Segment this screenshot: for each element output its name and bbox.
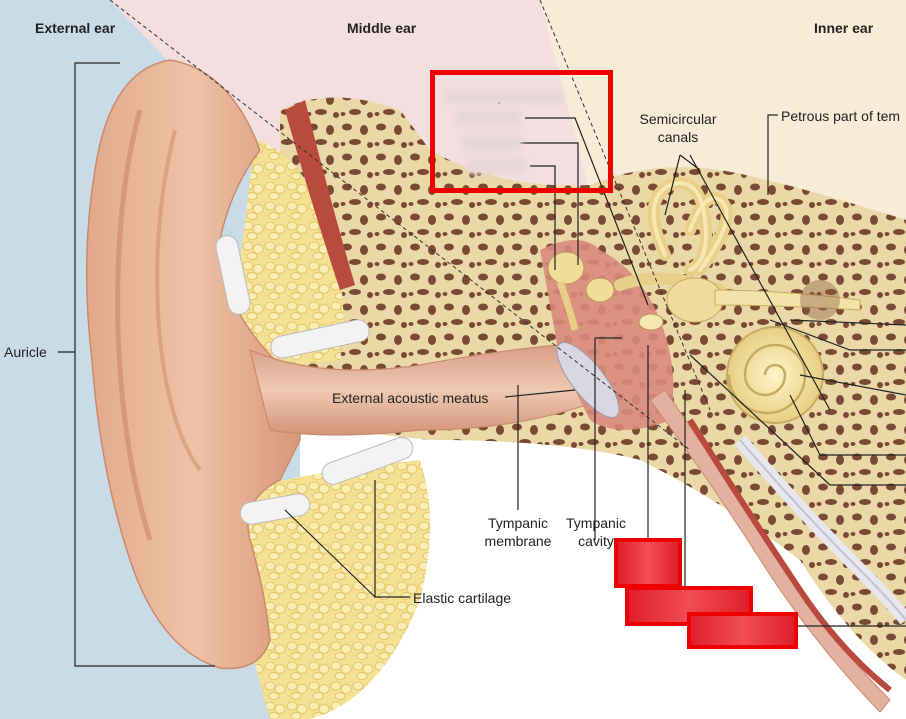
header-external-ear: External ear	[35, 20, 116, 36]
label-tympanic-membrane: Tympanic membrane	[478, 514, 558, 550]
answer-box-3[interactable]	[687, 612, 798, 649]
label-external-acoustic-meatus: External acoustic meatus	[332, 390, 489, 406]
label-semicircular-canals-line2: canals	[657, 129, 699, 145]
header-middle-ear: Middle ear	[347, 20, 417, 36]
label-tympanic-cavity-line1: Tympanic	[566, 515, 626, 531]
leader-lines	[284, 102, 906, 627]
hidden-label-incus[interactable]	[462, 135, 522, 151]
malleus	[547, 251, 585, 285]
muscle	[285, 100, 355, 290]
divider-middle-inner	[539, 0, 711, 411]
cartilage-tissue-upper	[237, 140, 344, 370]
stapes	[638, 313, 664, 331]
cartilage-tissue-lower	[240, 460, 430, 719]
hidden-label-ossicles[interactable]	[445, 90, 563, 104]
label-tympanic-cavity: Tympanic cavity	[560, 514, 632, 550]
hidden-label-stapes[interactable]	[466, 158, 526, 174]
label-tympanic-cavity-line2: cavity	[578, 533, 614, 549]
incus	[585, 277, 615, 303]
cartilage-piece	[270, 319, 370, 359]
answer-box-ossicles[interactable]	[430, 70, 613, 193]
nerve	[714, 289, 861, 311]
tympanic-membrane-shape	[556, 341, 620, 419]
label-petrous-part: Petrous part of tem	[781, 108, 901, 124]
cartilage-piece	[215, 235, 251, 315]
auricle-bracket	[74, 62, 215, 667]
divider-external-middle	[109, 0, 691, 451]
answer-box-1[interactable]	[614, 538, 682, 588]
cartilage-piece	[321, 436, 414, 485]
cochlea	[726, 326, 824, 424]
header-inner-ear: Inner ear	[814, 20, 874, 36]
label-semicircular-canals-line1: Semicircular	[639, 111, 717, 127]
label-tympanic-membrane-line1: Tympanic	[488, 515, 548, 531]
label-elastic-cartilage: Elastic cartilage	[413, 590, 512, 606]
label-tympanic-membrane-line2: membrane	[484, 533, 552, 549]
hidden-label-malleus[interactable]	[455, 110, 521, 126]
label-semicircular-canals: Semicircular canals	[630, 110, 726, 146]
label-auricle: Auricle	[4, 344, 47, 360]
